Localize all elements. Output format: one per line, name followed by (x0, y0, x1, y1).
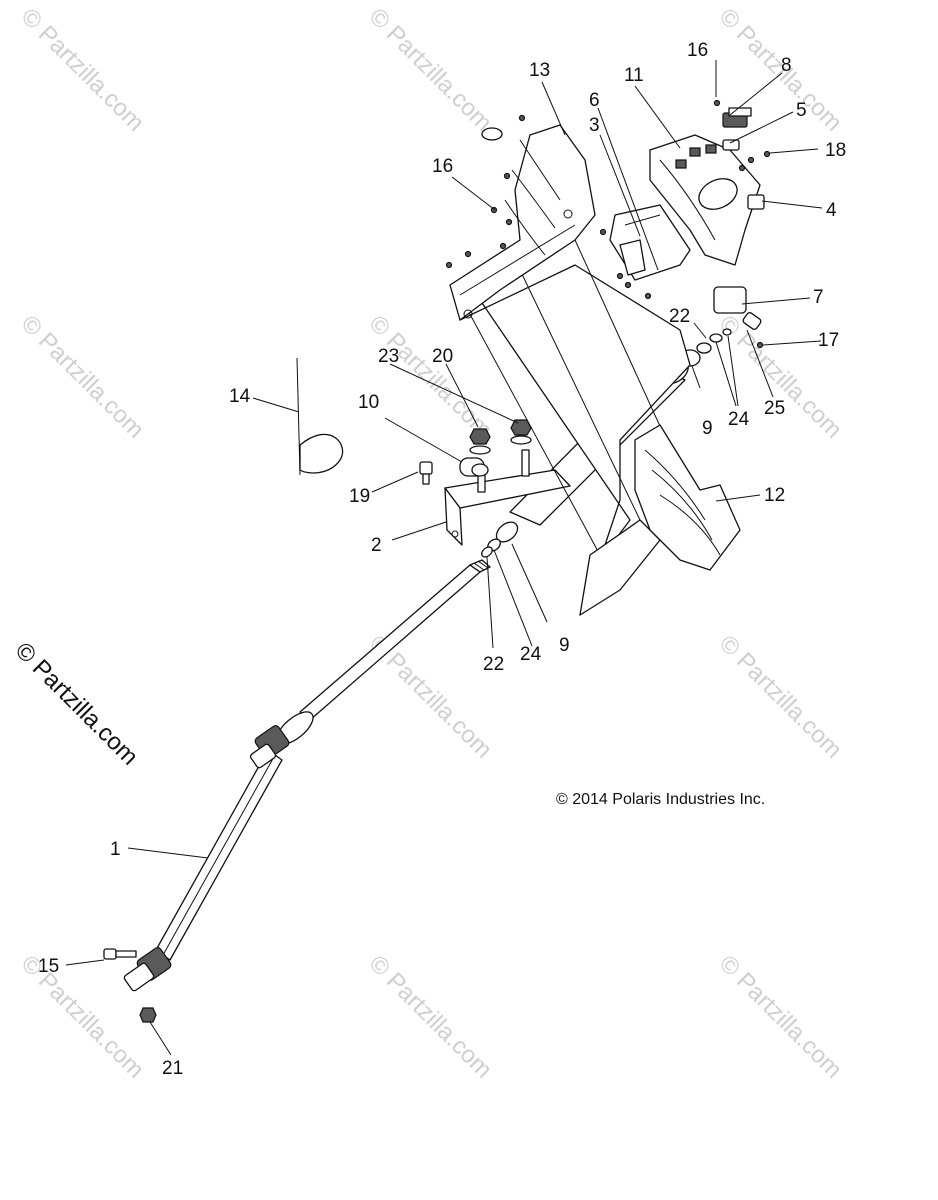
callout-16-dash: 16 (687, 40, 708, 61)
bracket-bolt (419, 461, 433, 485)
key-switch (713, 286, 764, 349)
nuts-washers (469, 419, 532, 455)
callout-11: 11 (624, 65, 644, 86)
callout-18: 18 (825, 140, 846, 161)
callout-7: 7 (813, 287, 824, 308)
callout-1: 1 (110, 839, 121, 860)
callout-9-lower: 9 (559, 635, 570, 656)
callout-10: 10 (358, 392, 379, 413)
pivot-bushing (459, 457, 489, 477)
callout-4: 4 (826, 200, 837, 221)
callout-6: 6 (589, 90, 600, 111)
watermark: © Partzilla.com (364, 310, 497, 443)
callout-12: 12 (764, 485, 785, 506)
callout-22-upper: 22 (669, 306, 690, 327)
callout-3: 3 (589, 115, 600, 136)
dash-housing (649, 134, 761, 266)
copyright-text: © 2014 Polaris Industries Inc. (556, 791, 765, 808)
lower-shroud-panel (459, 239, 691, 616)
pinch-bolt (103, 948, 157, 1023)
leader-lines (65, 60, 823, 1056)
callout-15: 15 (38, 956, 59, 977)
callout-20: 20 (432, 346, 453, 367)
watermark: © Partzilla.com (16, 3, 149, 136)
cable-tie (296, 357, 344, 476)
callout-22-lower: 22 (483, 654, 504, 675)
callout-9-upper: 9 (702, 418, 713, 439)
upper-cover (449, 124, 596, 321)
side-watermark: © Partzilla.com (10, 637, 143, 770)
callout-14: 14 (229, 386, 251, 407)
watermark: © Partzilla.com (16, 310, 149, 443)
intermediate-shaft (123, 725, 290, 992)
callout-13: 13 (529, 60, 550, 81)
callout-24-lower: 24 (520, 644, 542, 665)
lower-shroud (634, 424, 741, 571)
steering-shaft (276, 559, 491, 745)
mounting-bracket (444, 449, 571, 546)
dash-screws (713, 99, 771, 172)
watermark: © Partzilla.com (16, 950, 149, 1083)
callout-24-upper: 24 (728, 409, 750, 430)
callout-labels: 1 2 3 4 5 6 7 8 9 9 10 11 12 13 14 15 16… (38, 40, 846, 1079)
callout-16-cover: 16 (432, 156, 453, 177)
callout-23: 23 (378, 346, 399, 367)
callout-25: 25 (764, 398, 785, 419)
watermark: © Partzilla.com (714, 950, 847, 1083)
callout-2: 2 (371, 535, 382, 556)
callout-21: 21 (162, 1058, 183, 1079)
switches (722, 107, 765, 210)
callout-19: 19 (349, 486, 370, 507)
callout-8: 8 (781, 55, 792, 76)
watermark: © Partzilla.com (364, 3, 497, 136)
control-module (599, 204, 691, 300)
lower-bushing (481, 521, 519, 558)
watermark: © Partzilla.com (364, 950, 497, 1083)
callout-17: 17 (818, 330, 839, 351)
watermark: © Partzilla.com (714, 630, 847, 763)
callout-5: 5 (796, 100, 807, 121)
